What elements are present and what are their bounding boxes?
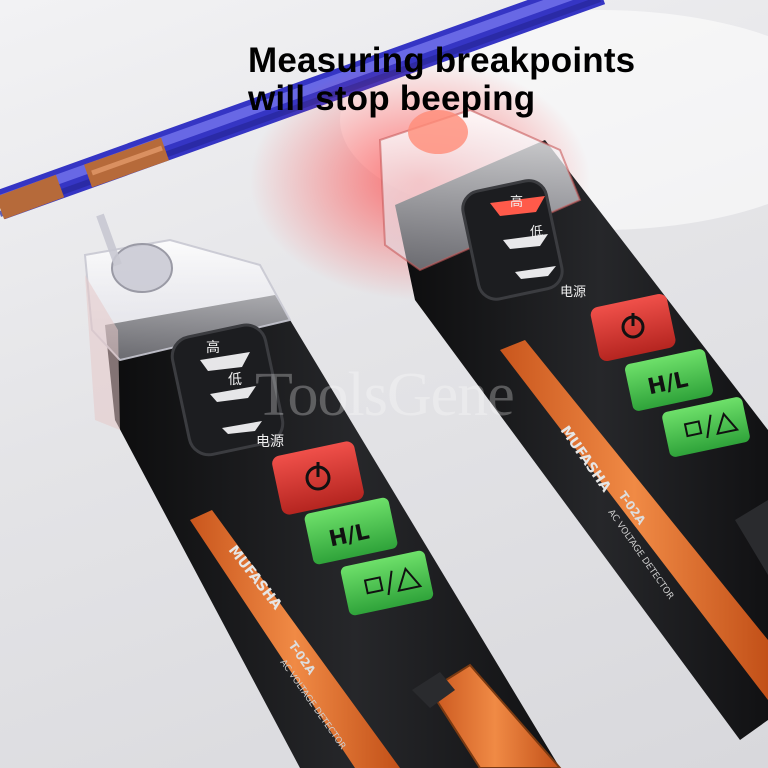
tester-left-light-button[interactable] [340, 550, 435, 617]
tester-left-label-low: 低 [228, 372, 242, 388]
tester-left-cap-side [85, 275, 120, 430]
tester-right-orange-strip [500, 340, 768, 700]
tester-left-led-high [200, 352, 250, 371]
tester-left-hl-button[interactable] [304, 497, 399, 566]
tester-right-led-low [503, 234, 548, 249]
tester-left-power-button[interactable] [271, 440, 366, 516]
tester-right-power-button[interactable] [589, 292, 677, 362]
headline-line-2: will stop beeping [248, 79, 536, 118]
tester-right-label-high: 高 [510, 194, 523, 210]
tester-right-clip-base [735, 500, 768, 575]
tester-right-label-power: 电源 [560, 285, 586, 300]
tester-left: 高 低 电源 H/L MUFASHA T-02A AC VOLTAGE DETE… [83, 213, 562, 768]
tester-right-probe-tip [408, 110, 468, 154]
headline-line-1: Measuring breakpoints [248, 41, 636, 80]
tester-right-label-low: 低 [530, 225, 543, 240]
tester-left-probe-tip [111, 243, 173, 293]
tester-right-led-high [490, 196, 545, 216]
headline: Measuring breakpoints will stop beeping [248, 42, 635, 118]
tester-left-label-high: 高 [206, 339, 220, 356]
tester-left-led-low [210, 386, 256, 402]
tester-left-pocket-clip [428, 663, 562, 768]
flashlight-laser-icon [363, 566, 423, 596]
copper-wire-exposed [0, 137, 169, 220]
tester-right-light-button[interactable] [661, 396, 751, 458]
flashlight-laser-icon [683, 412, 740, 439]
tester-right-hl-button[interactable] [624, 348, 714, 412]
tester-right-led-power [515, 266, 556, 279]
tester-left-orange-strip [190, 510, 400, 768]
tester-left-probe-pin [96, 213, 122, 267]
tester-right: 高 低 电源 H/L MUFASHA T-02A AC VOLTAGE DETE… [378, 108, 768, 740]
tester-left-clip-base [412, 672, 455, 708]
power-icon [305, 462, 331, 491]
tester-left-led-power [222, 421, 262, 434]
tester-left-label-power: 电源 [256, 434, 284, 450]
watermark: ToolsGene [255, 361, 515, 429]
power-icon [621, 313, 645, 339]
